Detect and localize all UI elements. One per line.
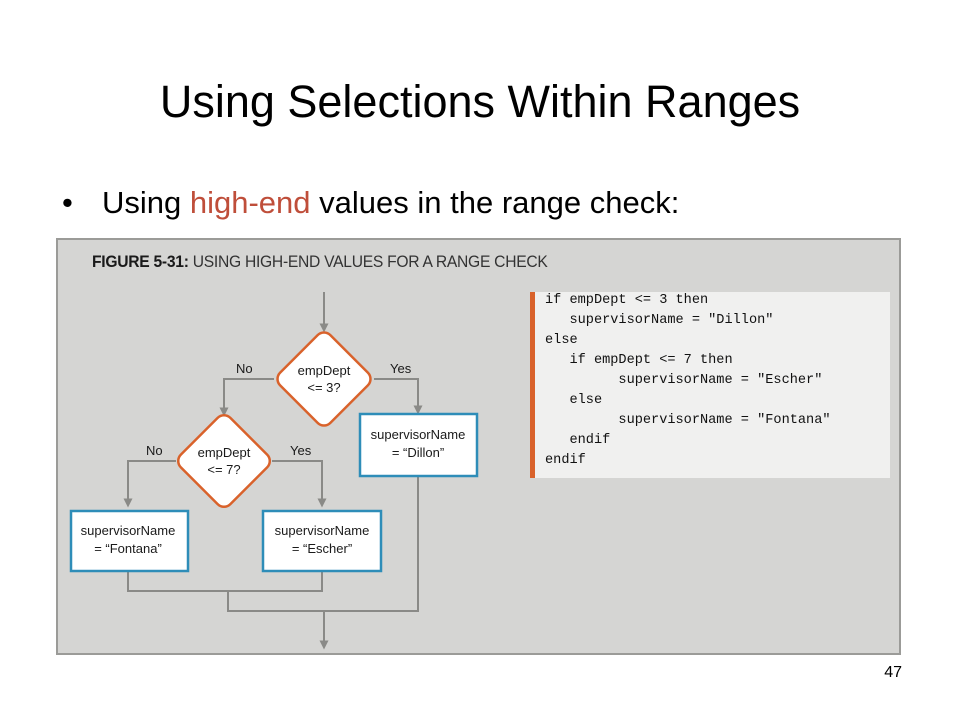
page-number: 47 [884,664,902,681]
figure-caption: FIGURE 5-31: USING HIGH-END VALUES FOR A… [92,252,548,272]
process-box-escher: supervisorName = “Escher” [261,509,383,573]
fontana-line1: supervisorName [81,523,176,538]
decision-1-shape [276,331,372,427]
flow-connectors [123,292,423,650]
pseudocode-box: if empDept <= 3 then supervisorName = "D… [530,292,890,478]
dillon-line1: supervisorName [371,427,466,442]
slide-title: Using Selections Within Ranges [159,76,801,127]
decision-diamond-2: empDept <= 7? [176,413,272,509]
d1-yes-label: Yes [390,361,412,376]
bullet-icon: • [62,185,73,220]
process-box-escher-shape [261,509,383,573]
process-box-dillon: supervisorName = “Dillon” [358,412,479,478]
d2-no-label: No [146,443,163,458]
code-line-9: endif [545,453,586,468]
decision-2-shape [176,413,272,509]
d2-yes-label: Yes [290,443,312,458]
figure-number: FIGURE 5-31: [92,252,189,271]
code-line-1: if empDept <= 3 then [545,293,709,308]
code-line-5: supervisorName = "Escher" [545,373,823,388]
decision-2-line2: <= 7? [207,462,240,477]
code-line-4: if empDept <= 7 then [545,353,733,368]
d2-no-arrow [123,460,176,508]
d1-yes-arrow [374,378,423,415]
code-line-2: supervisorName = "Dillon" [545,313,774,328]
process-box-dillon-shape [358,412,479,478]
dillon-line2: = “Dillon” [392,445,444,460]
bullet-text-suffix: values in the range check: [310,185,680,220]
figure-panel: FIGURE 5-31: USING HIGH-END VALUES FOR A… [56,238,901,655]
escher-line1: supervisorName [275,523,370,538]
decision-1-line1: empDept [298,363,351,378]
code-line-8: endif [545,433,611,448]
process-box-fontana: supervisorName = “Fontana” [69,509,190,573]
d1-no-label: No [236,361,253,376]
bullet-point: • Using high-end values in the range chec… [62,183,679,223]
decision-diamond-1: empDept <= 3? [276,331,372,427]
code-line-7: supervisorName = "Fontana" [545,413,831,428]
escher-line2: = “Escher” [292,541,352,556]
code-line-3: else [545,333,578,348]
d2-yes-arrow [272,460,327,508]
d1-no-arrow [219,378,274,417]
merge-inner-line [127,571,323,592]
fontana-line2: = “Fontana” [94,541,162,556]
figure-caption-text: USING HIGH-END VALUES FOR A RANGE CHECK [192,252,548,271]
bullet-text-prefix: Using [102,185,190,220]
decision-1-line2: <= 3? [307,380,340,395]
bullet-text-highlight: high-end [189,185,311,220]
decision-2-line1: empDept [198,445,251,460]
process-box-fontana-shape [69,509,190,573]
flowchart: empDept <= 3? empDept <= 7? No Yes No Ye… [69,292,479,650]
code-line-6: else [545,393,603,408]
